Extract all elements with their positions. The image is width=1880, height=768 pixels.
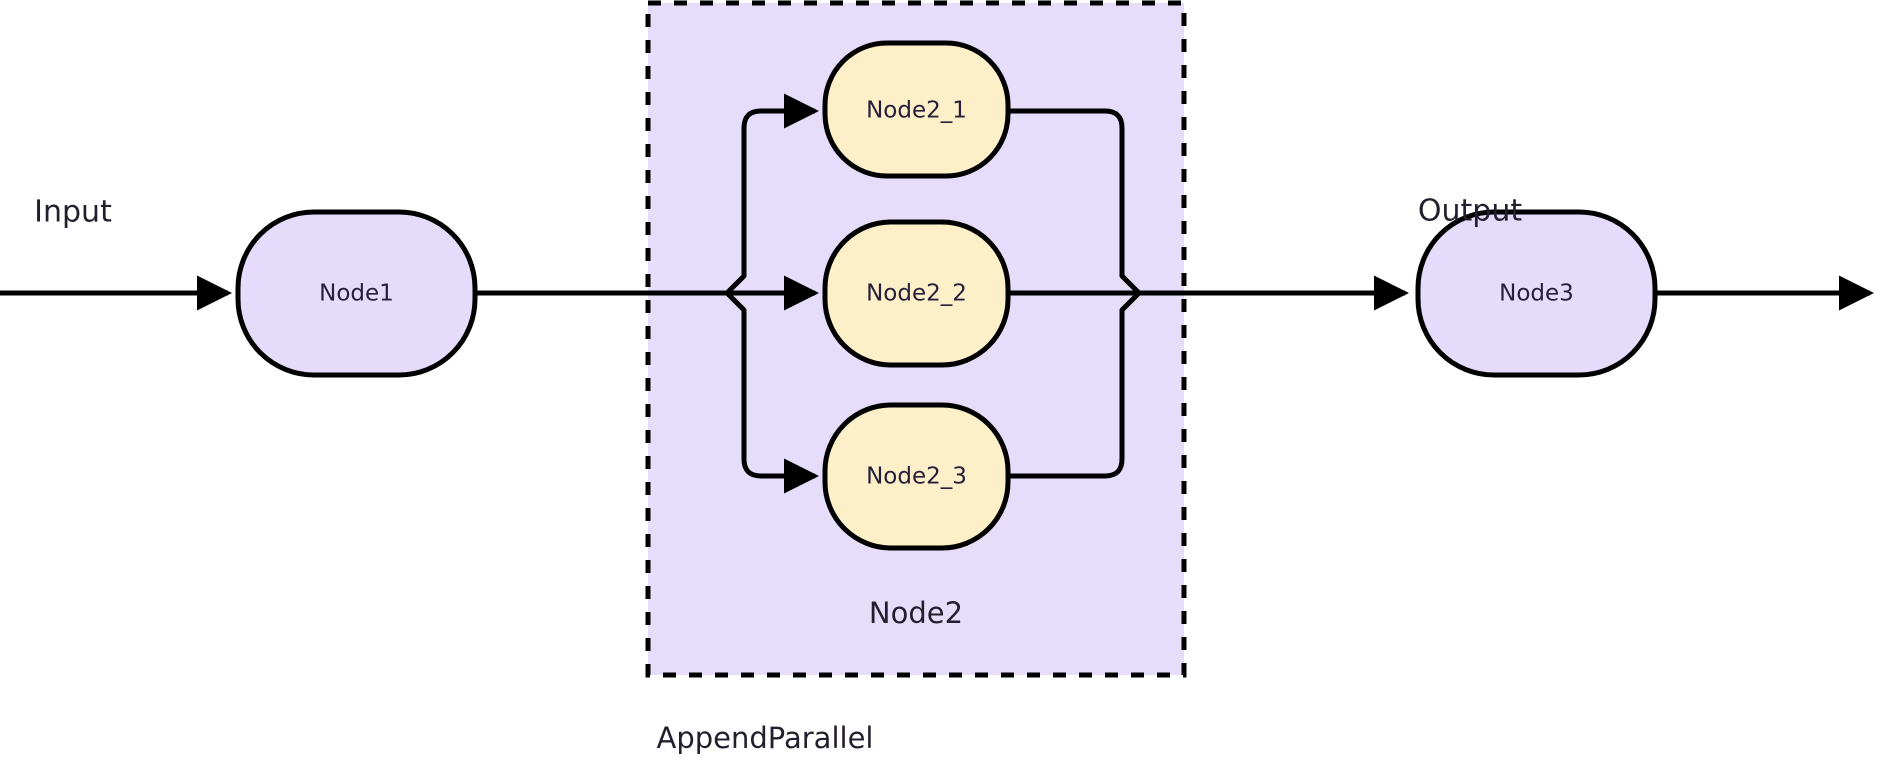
output-label: Output [1418, 194, 1522, 229]
node-node1-shape [235, 209, 478, 378]
edge-node2_3-to-merge [1008, 291, 1141, 479]
node-node2_1[interactable]: Node2_1 [822, 40, 1011, 179]
node-node2_1-shape [822, 40, 1011, 179]
node-node2_3[interactable]: Node2_3 [822, 402, 1011, 551]
edge-split-to-node2_1 [725, 93, 820, 295]
diagram-caption: AppendParallel [657, 721, 874, 755]
group-label-node2: Node2 [869, 596, 963, 630]
node-node3[interactable]: Node3 [1415, 209, 1658, 378]
edge-split-to-node2_3 [725, 291, 820, 494]
node-node2_2-shape [822, 219, 1011, 368]
node-node2_3-shape [822, 402, 1011, 551]
node-node1[interactable]: Node1 [235, 209, 478, 378]
node-node3-shape [1415, 209, 1658, 378]
input-label: Input [34, 195, 112, 230]
edge-node2_1-to-merge [1008, 108, 1141, 295]
node-node2_2[interactable]: Node2_2 [822, 219, 1011, 368]
